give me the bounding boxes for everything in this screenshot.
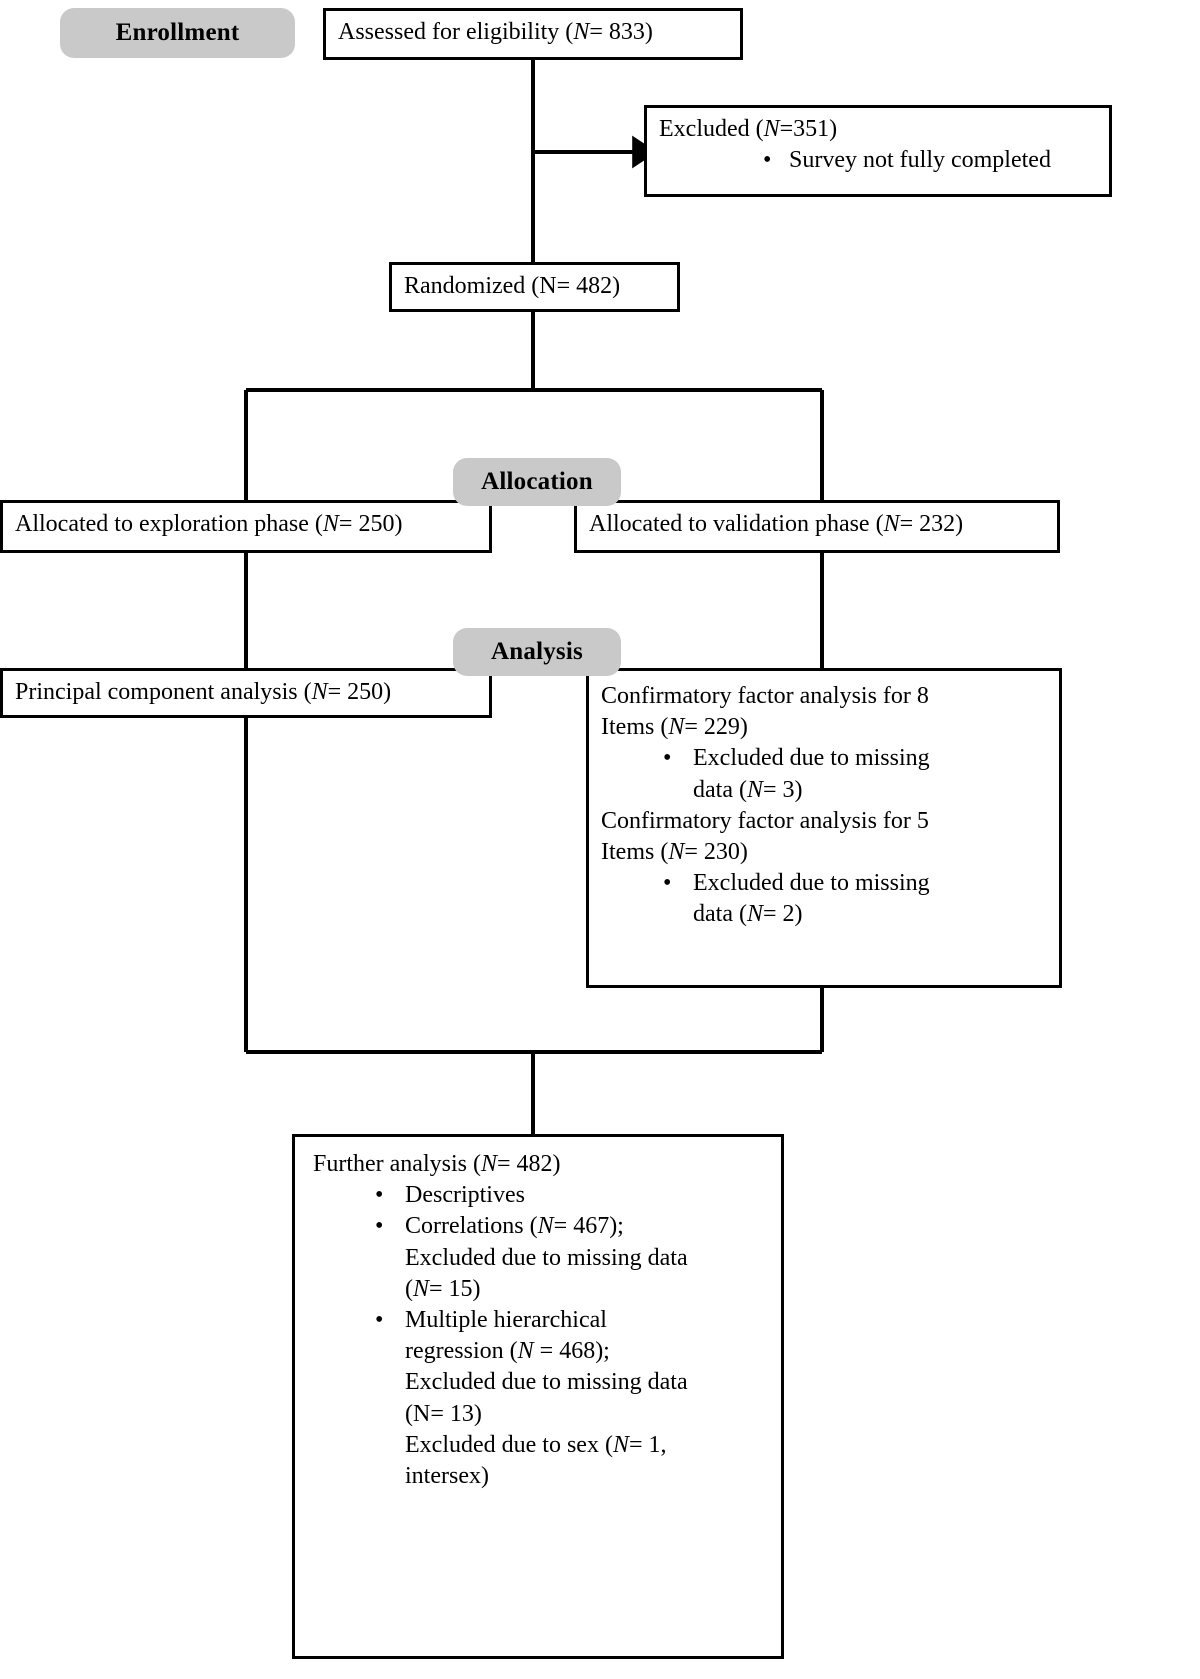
pca-post: = 250) [327, 679, 392, 705]
cfa-bullet1-n-symbol: N [746, 776, 763, 803]
excluded-bullet-text: Survey not fully completed [789, 147, 1051, 174]
node-allocated-exploration: Allocated to exploration phase (N= 250) [0, 500, 492, 553]
stage-label-analysis-text: Analysis [491, 638, 583, 665]
node-excluded: Excluded (N=351) • Survey not fully comp… [644, 105, 1112, 197]
further-bullet3-line6: intersex) [405, 1462, 489, 1489]
cfa-line2b-post: = 230) [684, 838, 748, 865]
further-b3l2-n-symbol: N [517, 1338, 534, 1365]
bullet-icon: • [763, 147, 772, 174]
node-randomized: Randomized (N= 482) [389, 262, 680, 312]
pca-n-symbol: N [311, 679, 328, 705]
cfa-bullet1-line2: data (N= 3) [693, 775, 1049, 806]
stage-label-analysis: Analysis [453, 628, 621, 676]
node-excluded-bullet-1: • Survey not fully completed [659, 145, 1099, 176]
node-pca-text: Principal component analysis (N= 250) [15, 677, 479, 708]
further-b2l3-post: = 15) [429, 1275, 481, 1302]
cfa-bullet2-post: = 2) [762, 901, 803, 928]
further-bullet2-line2: Excluded due to missing data [405, 1244, 688, 1271]
stage-label-allocation-text: Allocation [481, 468, 593, 495]
further-b2l3-n-symbol: N [413, 1275, 430, 1302]
cfa-line2b-pre: Items ( [601, 838, 669, 865]
randomized-pre: Randomized ( [404, 273, 540, 299]
assessed-pre: Assessed for eligibility ( [338, 19, 574, 45]
bullet-icon: • [375, 1306, 384, 1333]
node-assessed-text: Assessed for eligibility (N= 833) [338, 17, 730, 48]
cfa-bullet-2: • Excluded due to missing data (N= 2) [601, 868, 1049, 930]
further-bullet2-line3: (N= 15) [405, 1274, 771, 1305]
node-further-analysis: Further analysis (N= 482) • Descriptives… [292, 1134, 784, 1659]
cfa-line1a: Confirmatory factor analysis for 8 [601, 683, 929, 709]
further-b2-pre: Correlations ( [405, 1213, 538, 1240]
stage-label-enrollment-text: Enrollment [115, 19, 240, 46]
node-assessed-for-eligibility: Assessed for eligibility (N= 833) [323, 8, 743, 60]
alloc-left-pre: Allocated to exploration phase ( [15, 511, 323, 537]
cfa-bullet2-line1: Excluded due to missing [693, 870, 930, 897]
node-allocated-validation-text: Allocated to validation phase (N= 232) [589, 509, 1047, 540]
further-b3l2-post: = 468); [533, 1338, 610, 1365]
further-post: = 482) [496, 1151, 561, 1177]
node-principal-component-analysis: Principal component analysis (N= 250) [0, 668, 492, 718]
cfa-line-3: Confirmatory factor analysis for 5 [601, 806, 1049, 837]
further-pre: Further analysis ( [313, 1151, 481, 1177]
further-bullet2-line1: Correlations (N= 467); [405, 1213, 624, 1239]
cfa-line1b-pre: Items ( [601, 714, 669, 741]
further-b3l5-pre: Excluded due to sex ( [405, 1431, 613, 1458]
excluded-n-symbol: N [763, 116, 780, 142]
randomized-post: = 482) [556, 273, 621, 299]
stage-label-allocation: Allocation [453, 458, 621, 506]
cfa-bullet-1: • Excluded due to missing data (N= 3) [601, 743, 1049, 805]
further-n-symbol: N [480, 1151, 497, 1177]
cfa-line1b-post: = 229) [684, 714, 748, 741]
cfa-bullet2-line2: data (N= 2) [693, 899, 1049, 930]
alloc-right-n-symbol: N [883, 511, 900, 537]
further-bullet1-text: Descriptives [405, 1182, 525, 1209]
further-bullet3-line5: Excluded due to sex (N= 1, [405, 1430, 771, 1461]
alloc-left-n-symbol: N [322, 511, 339, 537]
pca-pre: Principal component analysis ( [15, 679, 312, 705]
node-allocated-validation: Allocated to validation phase (N= 232) [574, 500, 1060, 553]
further-b2l3-pre: ( [405, 1275, 413, 1302]
further-bullet3-line2: regression (N = 468); [405, 1336, 771, 1367]
randomized-n-symbol: N [539, 273, 557, 299]
cfa-bullet1-pre: data ( [693, 776, 747, 803]
further-bullet3-line3: Excluded due to missing data [405, 1369, 688, 1396]
bullet-icon: • [375, 1213, 384, 1240]
stage-label-enrollment: Enrollment [60, 8, 295, 58]
cfa-line-2: Items (N= 229) [601, 712, 1049, 743]
cfa-line2b-n-symbol: N [668, 838, 685, 865]
cfa-bullet2-pre: data ( [693, 901, 747, 928]
cfa-line-4: Items (N= 230) [601, 837, 1049, 868]
cfa-line-1: Confirmatory factor analysis for 8 [601, 681, 1049, 712]
bullet-icon: • [663, 870, 672, 897]
alloc-right-pre: Allocated to validation phase ( [589, 511, 884, 537]
further-bullet-2: • Correlations (N= 467); Excluded due to… [313, 1211, 771, 1305]
cfa-bullet1-post: = 3) [762, 776, 803, 803]
further-b2-n-symbol: N [537, 1213, 554, 1240]
assessed-n-symbol: N [573, 19, 590, 45]
further-b3l5-post: = 1, [628, 1431, 667, 1458]
assessed-post: = 833) [589, 19, 653, 45]
further-b3l2-pre: regression ( [405, 1338, 518, 1365]
cfa-bullet2-n-symbol: N [746, 901, 763, 928]
further-bullet3-line4: (N= 13) [405, 1400, 482, 1427]
node-excluded-heading: Excluded (N=351) [659, 114, 1099, 145]
cfa-bullet1-line1: Excluded due to missing [693, 745, 930, 772]
further-bullet3-line1: Multiple hierarchical [405, 1306, 607, 1333]
cfa-line2a: Confirmatory factor analysis for 5 [601, 807, 929, 834]
further-bullet-3: • Multiple hierarchical regression (N = … [313, 1305, 771, 1492]
alloc-left-post: = 250) [338, 511, 403, 537]
further-b3l5-n-symbol: N [612, 1431, 629, 1458]
cfa-line1b-n-symbol: N [668, 714, 685, 741]
node-confirmatory-factor-analysis: Confirmatory factor analysis for 8 Items… [586, 668, 1062, 988]
node-randomized-text: Randomized (N= 482) [404, 271, 667, 302]
further-heading: Further analysis (N= 482) [313, 1149, 771, 1180]
alloc-right-post: = 232) [899, 511, 964, 537]
excluded-post: =351) [779, 116, 838, 142]
bullet-icon: • [375, 1182, 384, 1209]
node-allocated-exploration-text: Allocated to exploration phase (N= 250) [15, 509, 479, 540]
further-b2-post: = 467); [553, 1213, 624, 1240]
further-bullet-1: • Descriptives [313, 1180, 771, 1211]
excluded-pre: Excluded ( [659, 116, 764, 142]
bullet-icon: • [663, 745, 672, 772]
